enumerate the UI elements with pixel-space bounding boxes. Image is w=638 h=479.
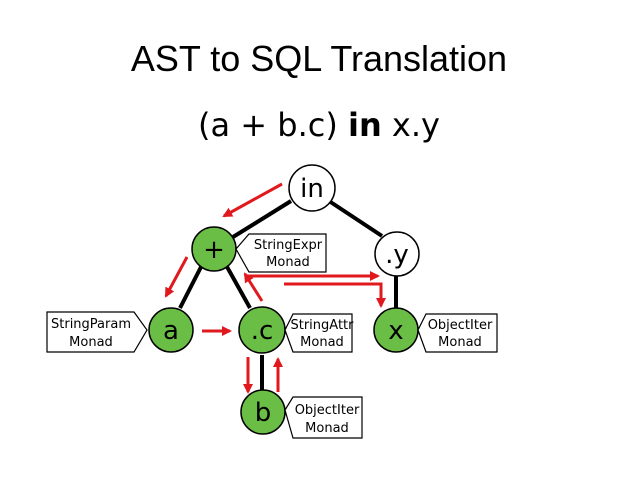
expression-subtitle: (a + b.c) in x.y	[0, 106, 638, 144]
node-a-label: a	[163, 316, 179, 346]
callout-stringexpr-line1: StringExpr	[254, 238, 323, 253]
tree-edges	[178, 199, 398, 393]
traversal-arrows	[164, 182, 386, 394]
edge-plus-a	[178, 264, 204, 309]
callout-stringattr-line1: StringAttr	[290, 318, 354, 333]
callout-stringparam: StringParam Monad	[46, 311, 148, 353]
callout-stringparam-line2: Monad	[69, 335, 113, 350]
node-x: x	[373, 307, 419, 353]
edge-plus-c	[224, 264, 252, 309]
callout-stringattr: StringAttr Monad	[284, 313, 354, 353]
node-y-label: .y	[385, 240, 409, 270]
expression-keyword: in	[348, 106, 382, 144]
callout-stringexpr: StringExpr Monad	[235, 233, 327, 273]
callout-objectiter-b-line2: Monad	[305, 421, 349, 436]
callout-stringattr-line2: Monad	[300, 335, 344, 350]
callout-objectiter-x-line2: Monad	[438, 335, 482, 350]
callout-stringexpr-line2: Monad	[266, 255, 310, 270]
callout-objectiter-b-line1: ObjectIter	[295, 403, 360, 418]
callout-objectiter-x: ObjectIter Monad	[417, 313, 498, 353]
arrow-y-to-x	[284, 282, 386, 308]
callout-objectiter-b: ObjectIter Monad	[284, 396, 363, 439]
arrow-in-to-plus	[222, 182, 283, 218]
node-b-label: b	[255, 398, 272, 428]
node-plus-label: +	[203, 235, 225, 265]
node-c: .c	[238, 306, 286, 354]
edge-in-plus	[231, 199, 293, 239]
node-in: in	[288, 164, 336, 212]
expression-right: x.y	[381, 106, 440, 144]
callout-objectiter-x-line1: ObjectIter	[428, 318, 493, 333]
arrow-c-to-plus	[243, 272, 264, 302]
node-a: a	[148, 307, 194, 353]
arrow-plus-to-a	[164, 256, 189, 298]
node-x-label: x	[388, 316, 403, 346]
node-y: .y	[374, 231, 420, 277]
node-in-label: in	[300, 174, 324, 204]
node-plus: +	[191, 226, 237, 272]
edge-in-y	[327, 199, 384, 238]
page-title: AST to SQL Translation	[130, 38, 508, 79]
expression-left: (a + b.c)	[198, 106, 348, 144]
callout-stringparam-line1: StringParam	[51, 317, 131, 332]
node-c-label: .c	[251, 316, 274, 346]
node-b: b	[240, 389, 286, 435]
